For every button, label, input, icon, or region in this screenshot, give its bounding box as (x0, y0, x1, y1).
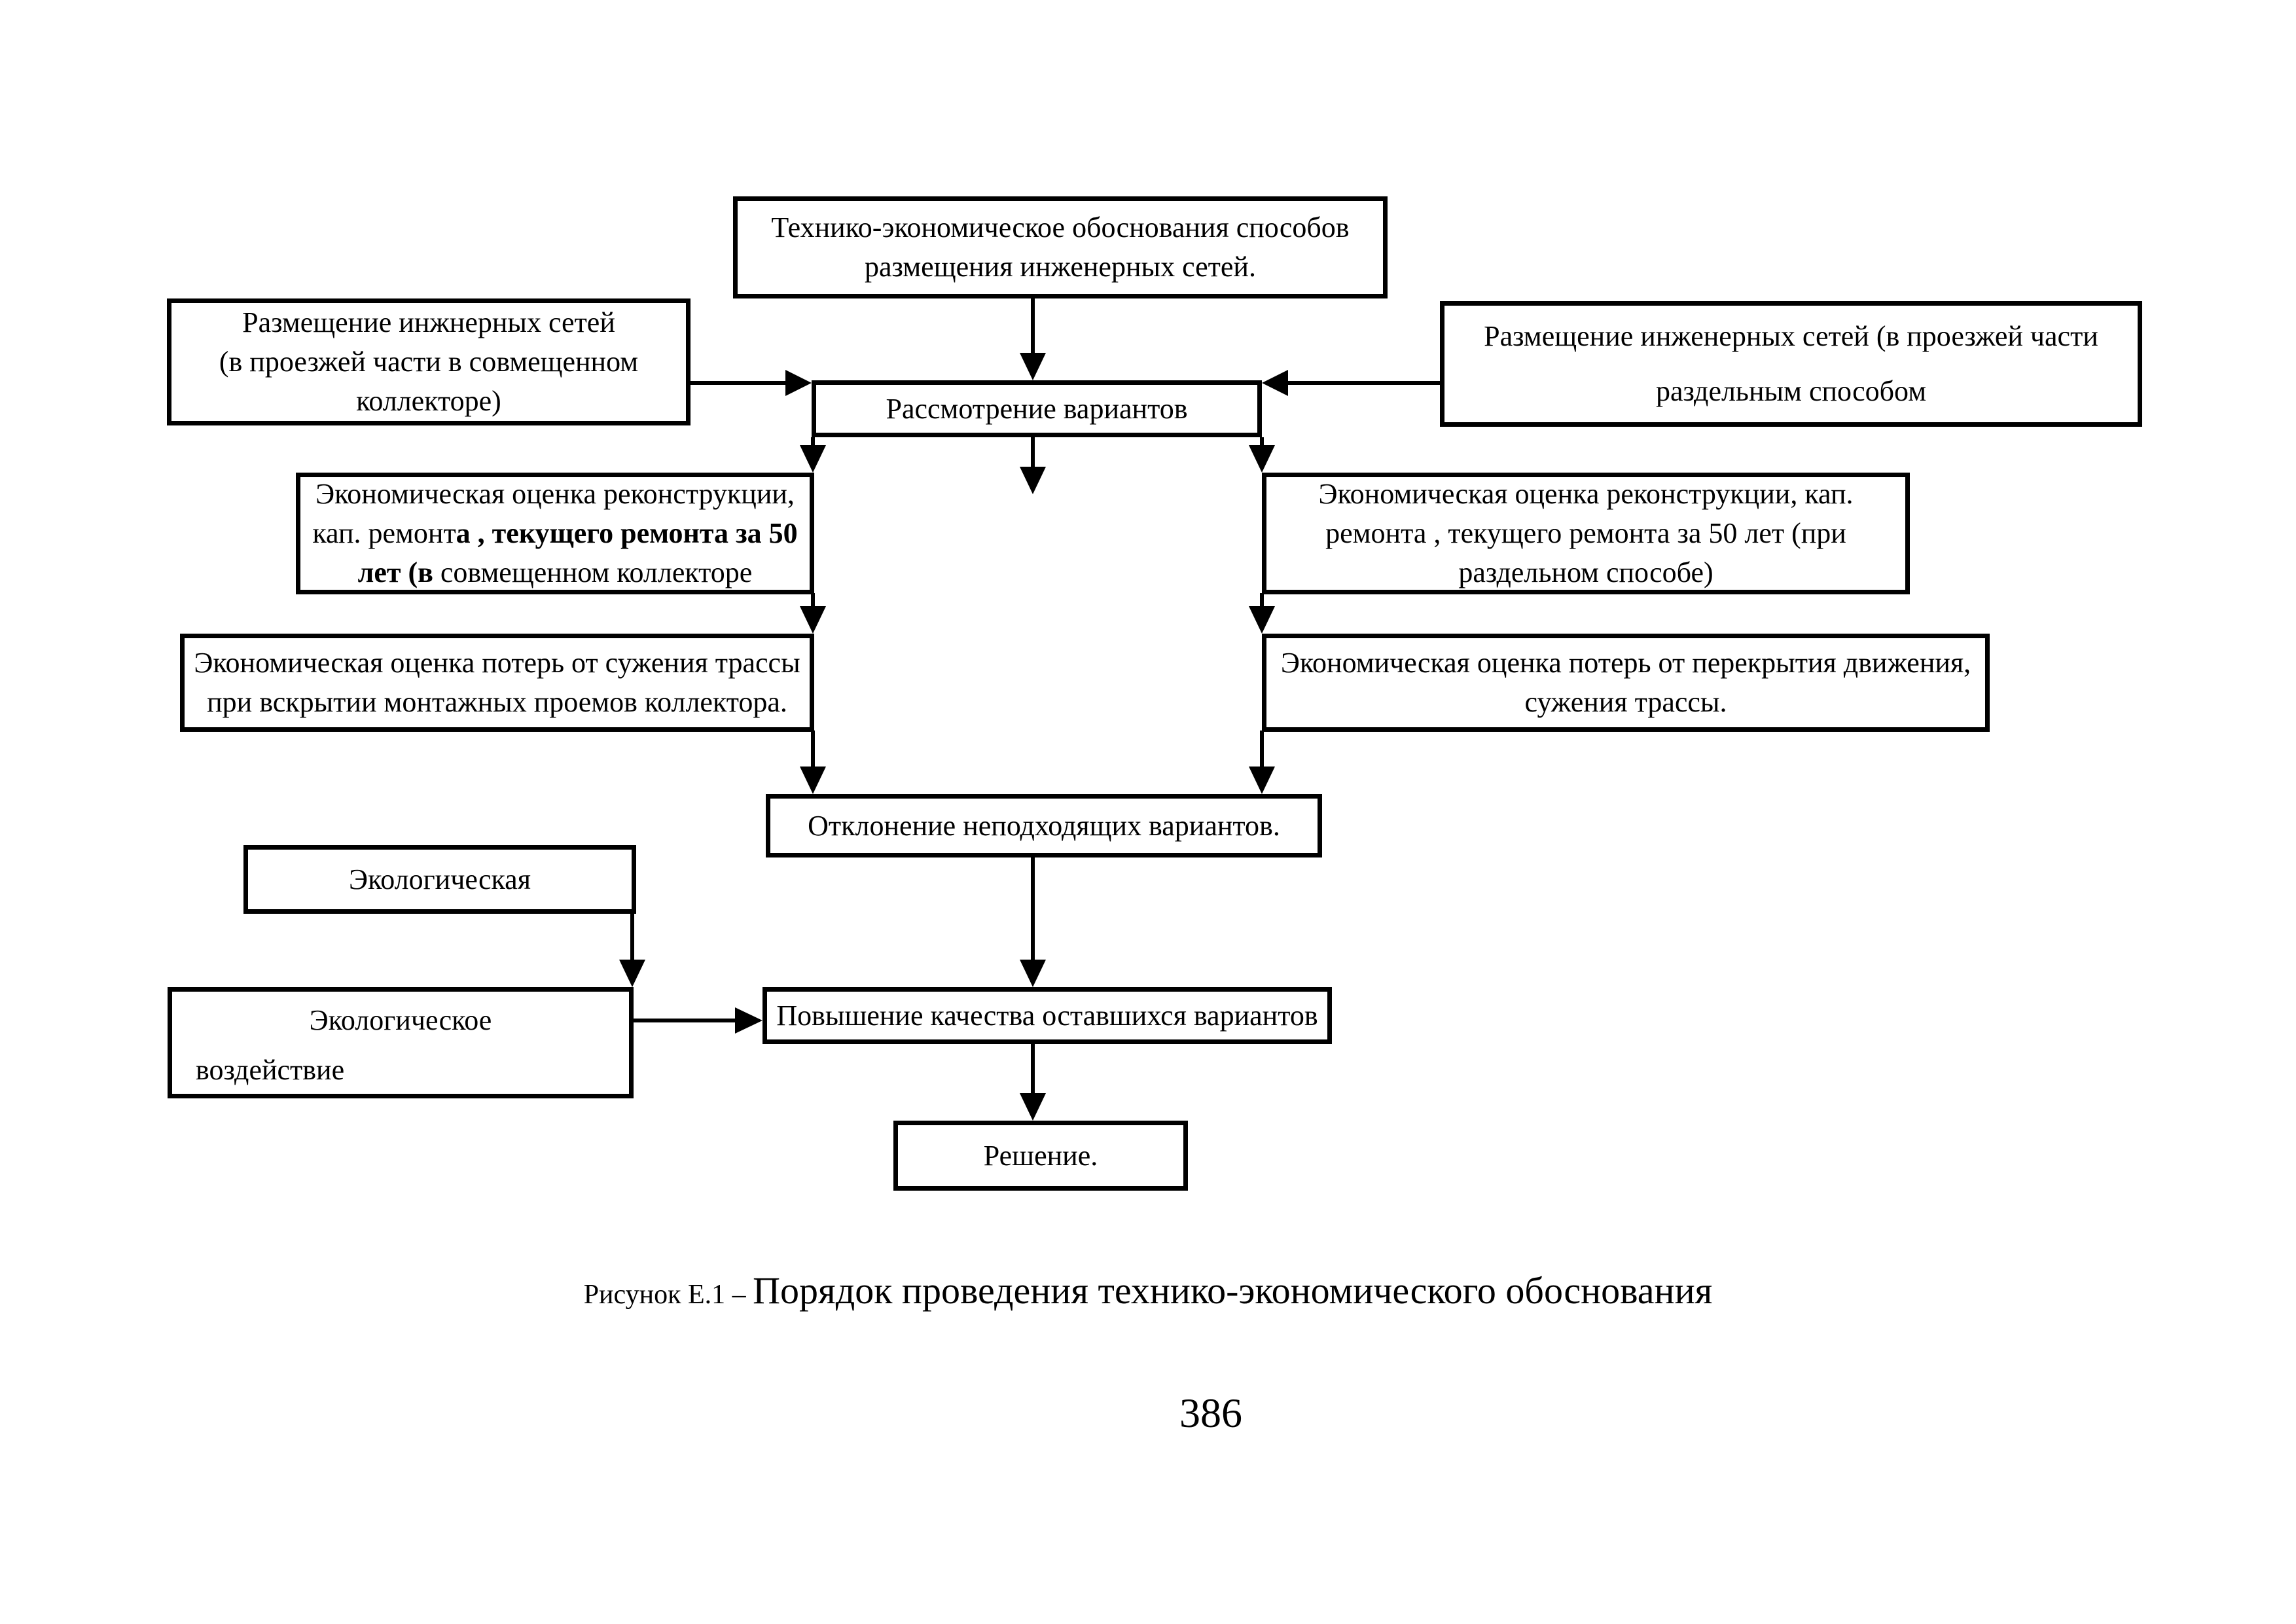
node-placement-combined: Размещение инжнерных сетей(в проезжей ча… (167, 298, 691, 425)
node-reject-variants: Отклонение неподходящих вариантов. (766, 794, 1322, 857)
node-economic-eval-separate: Экономическая оценка реконструкции, кап.… (1262, 473, 1910, 594)
node-improve-quality: Повышение качества оставшихся вариантов (762, 987, 1332, 1044)
arrow-losses-separate-to-reject (1249, 731, 1275, 794)
node-decision: Решение. (893, 1121, 1188, 1191)
figure-caption-label: Рисунок Е.1 – (583, 1280, 753, 1310)
arrow-improve-to-decision (1020, 1044, 1046, 1121)
node-feasibility-study: Технико-экономическое обоснования способ… (733, 196, 1388, 298)
node-losses-separate: Экономическая оценка потерь от перекрыти… (1262, 634, 1990, 732)
arrow-placement-separate-to-consider (1262, 370, 1441, 396)
arrow-losses-combined-to-reject (800, 731, 826, 794)
node-losses-combined: Экономическая оценка потерь от сужения т… (180, 634, 814, 732)
node-placement-separate: Размещение инженерных сетей (в проезжей … (1440, 301, 2142, 427)
arrow-eco-impact-to-improve (634, 1007, 762, 1034)
arrow-eval-separate-to-losses-separate (1249, 593, 1275, 634)
node-economic-eval-combined: Экономическая оценка реконструкции,кап. … (296, 473, 814, 594)
arrow-feasibility-to-consider (1020, 298, 1046, 380)
arrow-eval-combined-to-losses-combined (800, 593, 826, 634)
arrow-ecological-to-eco-impact (619, 914, 645, 987)
arrow-placement-combined-to-consider (689, 370, 812, 396)
arrow-consider-to-eval-separate (1249, 437, 1275, 473)
figure-caption-title: Порядок проведения технико-экономическог… (753, 1269, 1713, 1312)
arrow-consider-to-eval-combined (800, 437, 826, 473)
figure-caption: Рисунок Е.1 – Порядок проведения технико… (0, 1269, 2296, 1312)
arrow-reject-to-improve (1020, 857, 1046, 987)
node-consider-variants: Рассмотрение вариантов (812, 380, 1262, 437)
node-ecological: Экологическая (243, 845, 636, 914)
page-number: 386 (1179, 1390, 1242, 1436)
arrow-consider-center-down (1020, 437, 1046, 494)
